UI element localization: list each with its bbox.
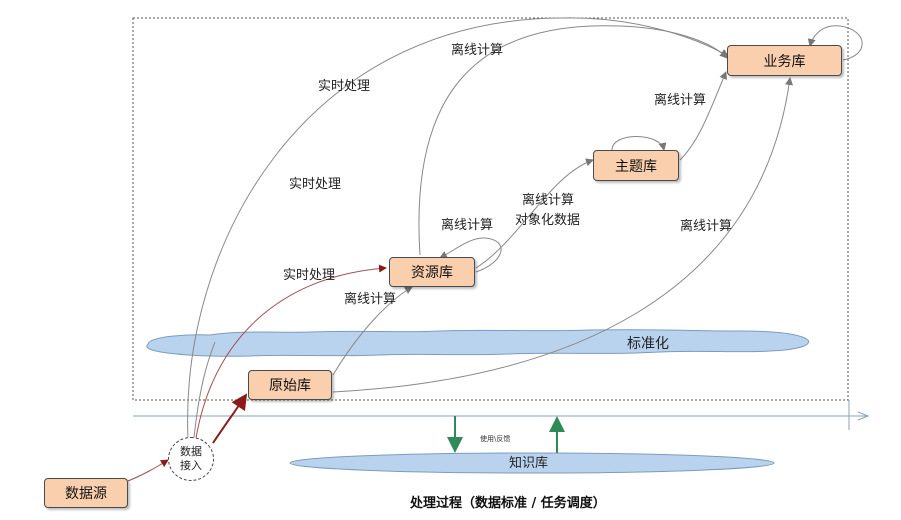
offline-resource-loop-label: 离线计算 — [441, 218, 494, 233]
realtime-label-1: 实时处理 — [318, 79, 371, 94]
knowledge-db-label: 知识库 — [509, 456, 549, 471]
business-db-box: 业务库 — [727, 45, 842, 76]
arrow-resource-to-topic — [475, 158, 594, 269]
realtime-label-2: 实时处理 — [289, 177, 342, 192]
timeline-axis-arrowhead — [857, 411, 870, 421]
topic-db-box: 主题库 — [593, 150, 679, 181]
use-feedback-label: 使用\反馈 — [480, 435, 511, 443]
diagram-caption: 处理过程（数据标准 / 任务调度） — [410, 496, 606, 511]
data-ingest-circle: 数据接入 — [168, 437, 214, 481]
processing-frame — [132, 17, 849, 401]
offline-raw-resource-label: 离线计算 — [344, 292, 397, 307]
offline-resource-topic-label: 离线计算 — [522, 193, 575, 208]
data-ingest-label: 数据接入 — [180, 445, 202, 472]
arrow-ingest-to-raw — [212, 393, 248, 444]
offline-right-label: 离线计算 — [680, 219, 733, 234]
arrow-resource-loop — [439, 237, 502, 273]
arrow-raw-to-resource — [332, 286, 413, 376]
resource-db-box: 资源库 — [389, 257, 475, 287]
offline-top-label: 离线计算 — [451, 43, 504, 58]
arrow-topic-loop — [611, 136, 667, 151]
arrow-raw-to-business — [332, 77, 794, 393]
arrow-realtime-to-resource — [195, 264, 387, 439]
arrow-realtime-to-standard — [193, 341, 216, 439]
objectified-data-label: 对象化数据 — [515, 213, 581, 228]
raw-db-box: 原始库 — [248, 370, 332, 400]
arrow-resource-to-business — [418, 25, 728, 256]
arrow-topic-to-business — [679, 71, 727, 161]
knowledge-db-ellipse — [289, 452, 775, 474]
standardization-label: 标准化 — [627, 336, 669, 352]
standardization-cloud — [146, 329, 810, 357]
data-source-box: 数据源 — [44, 478, 128, 508]
offline-topic-business-label: 离线计算 — [654, 93, 707, 108]
arrow-source-to-ingest — [127, 459, 169, 482]
realtime-label-3: 实时处理 — [283, 268, 336, 283]
arrow-business-loop — [807, 25, 863, 61]
